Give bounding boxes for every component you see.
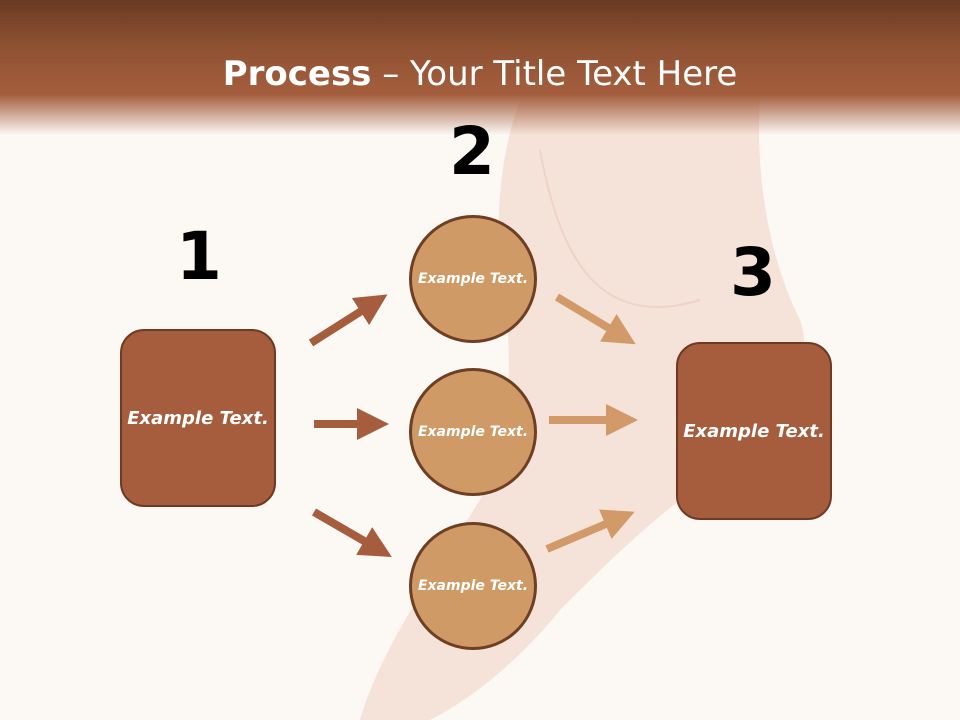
circle-middle-text: Example Text. — [417, 423, 529, 440]
left-box-text: Example Text. — [127, 407, 269, 429]
arrow-from-bottom-circle — [545, 509, 635, 553]
step-number-3: 3 — [730, 234, 776, 311]
right-box-text: Example Text. — [683, 420, 825, 442]
title-bold: Process — [222, 54, 372, 94]
title-bar — [0, 0, 960, 135]
arrow-to-top-circle — [308, 294, 388, 347]
circle-bottom: Example Text. — [409, 522, 537, 650]
right-box: Example Text. — [676, 342, 832, 520]
step-number-2: 2 — [449, 113, 495, 190]
circle-top-text: Example Text. — [417, 270, 529, 287]
arrow-from-top-circle — [554, 293, 636, 345]
circle-bottom-text: Example Text. — [417, 577, 529, 594]
circle-top: Example Text. — [409, 215, 537, 343]
title-rest: – Your Title Text Here — [371, 54, 738, 94]
step-number-1: 1 — [176, 218, 222, 295]
left-box: Example Text. — [120, 329, 276, 507]
arrow-to-bottom-circle — [311, 508, 392, 558]
slide-title: Process – Your Title Text Here — [0, 52, 960, 96]
circle-middle: Example Text. — [409, 368, 537, 496]
